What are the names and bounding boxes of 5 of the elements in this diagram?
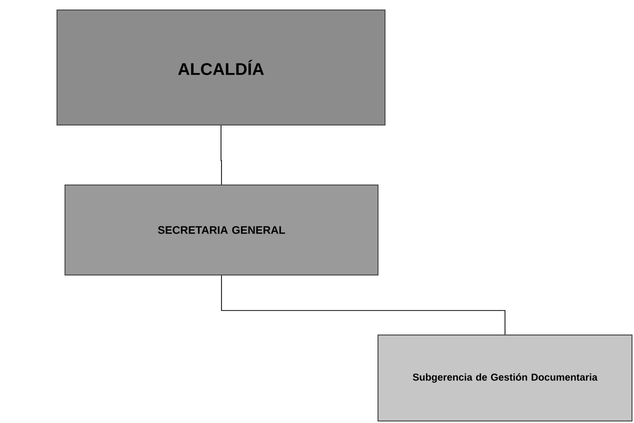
org-box: Subgerencia de Gestión Documentaria	[378, 334, 632, 422]
connector-line	[221, 275, 506, 335]
org-box: ALCALDÍA	[56, 10, 386, 126]
connector-line	[220, 125, 222, 185]
org-box: SECRETARIA GENERAL	[64, 184, 378, 276]
